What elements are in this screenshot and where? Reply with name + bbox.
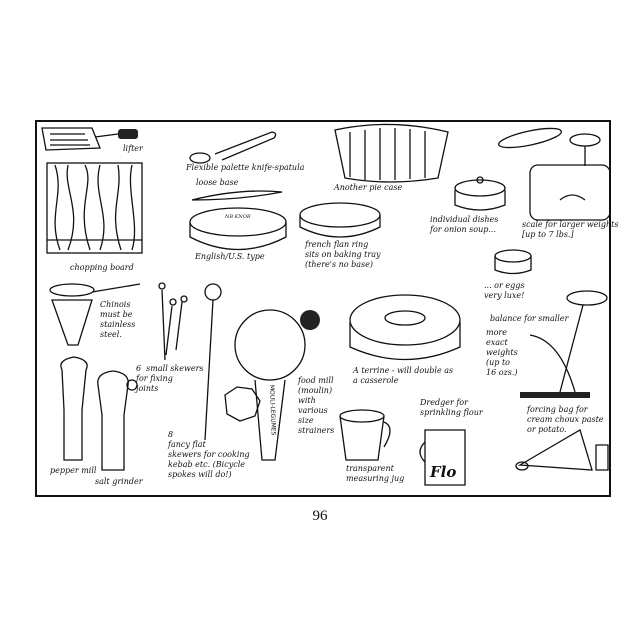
measuring-jug-drawing bbox=[339, 409, 391, 461]
label-scale: scale for larger weights [up to 7 lbs.] bbox=[522, 220, 619, 239]
food-mill-drawing bbox=[224, 309, 320, 461]
dredger-drawing bbox=[419, 429, 466, 486]
forcing-bag-drawing bbox=[515, 429, 609, 471]
plate-and-scale-drawing bbox=[498, 127, 611, 221]
pie-case-drawing bbox=[334, 123, 449, 183]
label-small-skewers: 6 small skewers for fixing joints bbox=[136, 364, 204, 393]
illustration-frame bbox=[35, 120, 611, 497]
lifter-drawing bbox=[41, 127, 138, 151]
label-forcing-bag: forcing bag for cream choux paste or pot… bbox=[527, 405, 604, 434]
dredger-logo: Flo bbox=[429, 463, 456, 481]
label-pepper-mill: pepper mill bbox=[50, 466, 97, 475]
label-terrine: A terrine - will double as a casserole bbox=[353, 366, 454, 385]
balance-scale-drawing bbox=[520, 290, 608, 398]
label-dredger: Dredger for sprinkling flour bbox=[420, 398, 483, 417]
ramekin-drawing bbox=[494, 249, 532, 275]
label-flan-ring: french flan ring sits on baking tray (th… bbox=[305, 240, 381, 269]
label-loose-base: loose base bbox=[196, 178, 239, 187]
mills-drawing bbox=[60, 356, 138, 471]
label-lifter: lifter bbox=[123, 144, 143, 153]
label-balance: balance for smaller bbox=[490, 314, 569, 323]
chinois-drawing bbox=[49, 283, 141, 346]
terrine-drawing bbox=[349, 294, 461, 361]
food-mill-brand-logo: MOULI-LEGUMES bbox=[268, 385, 277, 436]
palette-knife-drawing bbox=[189, 131, 277, 164]
label-jug: transparent measuring jug bbox=[346, 464, 405, 483]
label-chinois: Chinois must be stainless steel. bbox=[100, 300, 136, 339]
flan-rings-drawing bbox=[189, 190, 381, 251]
label-exact-weights: more exact weights (up to 16 ozs.) bbox=[486, 328, 518, 377]
label-chopping-board: chopping board bbox=[70, 263, 134, 272]
page-number: 96 bbox=[312, 508, 328, 524]
onion-soup-dish-drawing bbox=[454, 176, 506, 211]
skewers-drawing bbox=[158, 282, 222, 441]
label-english-type: English/U.S. type bbox=[195, 252, 265, 261]
label-food-mill: food mill (moulin) with various size str… bbox=[298, 376, 335, 435]
label-onion-soup: individual dishes for onion soup... bbox=[430, 215, 499, 234]
label-pie-case: Another pie case bbox=[334, 183, 403, 192]
label-eggs: ... or eggs very luxe! bbox=[484, 281, 525, 300]
label-salt-grinder: salt grinder bbox=[95, 477, 143, 486]
label-palette-knife: Flexible palette knife-spatula bbox=[186, 163, 305, 172]
chopping-board-drawing bbox=[46, 162, 143, 254]
label-ring-stamp: NB KNOB bbox=[225, 214, 251, 220]
label-flat-skewers: 8 fancy flat skewers for cooking kebab e… bbox=[168, 430, 250, 479]
